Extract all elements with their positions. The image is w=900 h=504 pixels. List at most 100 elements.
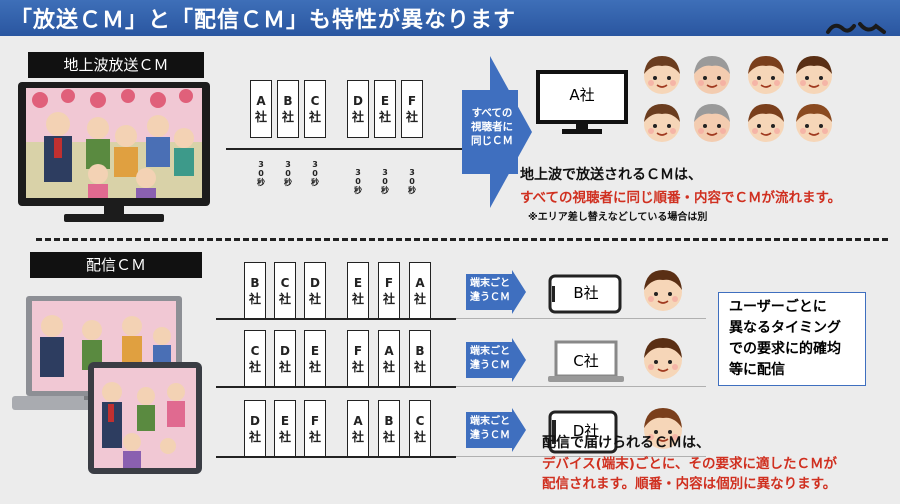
device-arrow-text: 端末ごと違うＣＭ — [468, 415, 512, 443]
cm-company-suffix: 社 — [308, 110, 321, 124]
cm-company-letter: D — [353, 94, 363, 108]
duration-char: 0 — [285, 169, 291, 178]
cm-company-suffix: 社 — [413, 430, 426, 444]
cm-company-letter: A — [415, 276, 425, 290]
cm-company-suffix: 社 — [382, 292, 395, 306]
row-guide-line — [456, 318, 706, 319]
cm-company-suffix: 社 — [254, 110, 267, 124]
streaming-desc-1: 配信で届けられるＣＭは、 — [542, 435, 710, 451]
streaming-desc-3: 配信されます。順番・内容は個別に異なります。 — [542, 476, 837, 492]
broadcast-desc-2: すべての視聴者に同じ順番・内容でＣＭが流れます。 — [520, 190, 842, 206]
page-title: 「放送ＣＭ」と「配信ＣＭ」も特性が異なります — [10, 8, 517, 33]
streaming-desc-2: デバイス(端末)ごとに、その要求に適したＣＭが — [542, 456, 838, 472]
arrow-head — [512, 408, 526, 452]
cm-company-letter: E — [353, 276, 363, 290]
section-divider — [36, 238, 888, 241]
callout-line: 異なるタイミング — [729, 320, 841, 336]
callout-line: 等に配信 — [729, 362, 785, 378]
header-bar: 「放送ＣＭ」と「配信ＣＭ」も特性が異なります — [0, 0, 900, 36]
broadcast-note: ※エリア差し替えなどしている場合は別 — [528, 212, 708, 223]
cm-company-suffix: 社 — [351, 430, 364, 444]
viewer-face-icon — [748, 104, 784, 142]
cm-company-letter: C — [280, 276, 290, 290]
arrow-text-line: 違うＣＭ — [470, 292, 510, 303]
row-guide-line — [456, 386, 706, 387]
arrow-text-line: すべての — [471, 107, 513, 119]
cm-company-suffix: 社 — [378, 110, 391, 124]
cm-company-suffix: 社 — [382, 430, 395, 444]
cm-company-letter: B — [415, 344, 425, 358]
device-arrow: 端末ごと違うＣＭ — [466, 408, 526, 452]
laptop-icon — [548, 340, 624, 382]
device-arrow: 端末ごと違うＣＭ — [466, 270, 526, 314]
cm-company-letter: D — [310, 276, 320, 290]
viewer-face-icon — [644, 270, 682, 311]
cm-company-suffix: 社 — [308, 360, 321, 374]
cm-company-letter: E — [310, 344, 320, 358]
cm-company-letter: D — [250, 414, 260, 428]
cm-company-letter: F — [384, 276, 394, 290]
streaming-shelf-line — [216, 318, 456, 320]
cm-company-letter: D — [280, 344, 290, 358]
monitor-icon — [536, 70, 628, 134]
viewer-face-icon — [644, 338, 682, 379]
smartphone-icon — [548, 274, 622, 314]
duration-char: 3 — [409, 168, 415, 177]
duration-char: 3 — [355, 168, 361, 177]
duration-char: 秒 — [408, 186, 416, 195]
arrow-head — [512, 270, 526, 314]
duration-char: 0 — [382, 177, 388, 186]
broadcast-shelf-line — [226, 148, 476, 150]
callout-line: ユーザーごとに — [729, 299, 827, 315]
device-label: B社 — [573, 284, 599, 302]
cm-company-letter: F — [353, 344, 363, 358]
viewer-face-icon — [644, 56, 680, 94]
cm-company-suffix: 社 — [413, 292, 426, 306]
viewer-face-icon — [694, 56, 730, 94]
cm-company-letter: A — [384, 344, 394, 358]
cm-company-suffix: 社 — [278, 360, 291, 374]
duration-char: 秒 — [284, 178, 292, 187]
cm-company-letter: E — [380, 94, 390, 108]
cm-company-suffix: 社 — [351, 110, 364, 124]
cm-company-suffix: 社 — [281, 110, 294, 124]
device-label: C社 — [573, 352, 599, 370]
cm-company-letter: F — [310, 414, 320, 428]
duration-char: 3 — [285, 160, 291, 169]
viewer-face-icon — [644, 408, 682, 449]
arrow-text-line: 視聴者に — [471, 121, 513, 133]
broadcast-arrow-text: すべての 視聴者に 同じＣＭ — [460, 106, 524, 148]
cm-company-letter: A — [353, 414, 363, 428]
viewer-face-icon — [796, 56, 832, 94]
cm-company-letter: C — [310, 94, 320, 108]
cm-company-letter: A — [256, 94, 266, 108]
duration-char: 0 — [312, 169, 318, 178]
arrow-body — [466, 342, 512, 378]
viewer-face-icon — [694, 104, 730, 142]
cm-company-suffix: 社 — [308, 430, 321, 444]
cm-company-letter: F — [407, 94, 417, 108]
duration-char: 0 — [258, 169, 264, 178]
cm-company-suffix: 社 — [413, 360, 426, 374]
duration-char: 秒 — [311, 178, 319, 187]
cm-company-letter: B — [250, 276, 260, 290]
